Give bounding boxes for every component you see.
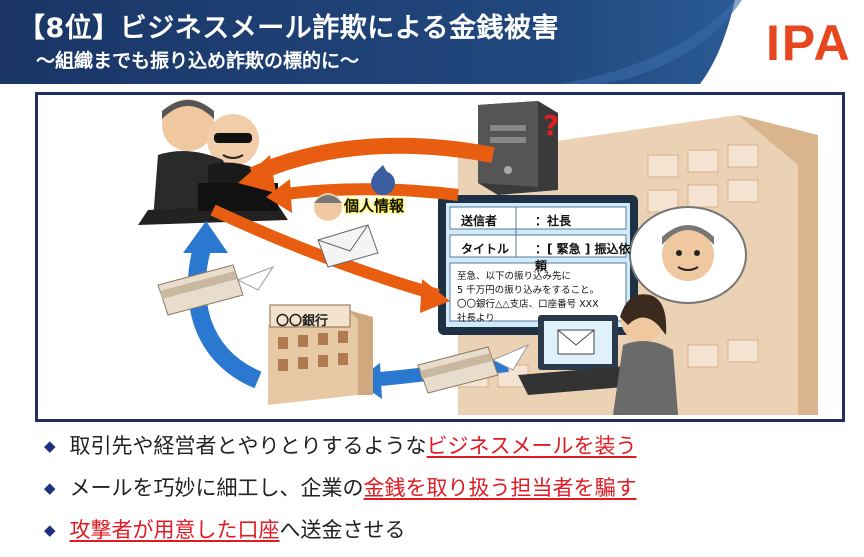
thought-bubble [623,206,747,332]
personal-info-label: 個人情報 [344,197,405,215]
bank-building [268,304,373,405]
bec-illustration: ? [35,92,845,422]
email-body-line: 5 千万円の振り込みをすること。 [457,285,600,296]
bullet-highlight: 金銭を取り扱う担当者を騙す [363,476,637,500]
email-body-line: 〇〇銀行△△支店、口座番号 XXX [457,299,599,310]
diamond-bullet-icon: ◆ [44,521,56,539]
svg-text:?: ? [543,109,559,142]
email-title-label: タイトル [461,242,510,256]
money-bundle-icon [157,264,530,394]
email-body-line: 社長より [457,313,495,324]
bullet-text: メールを巧妙に細工し、企業の [69,476,364,500]
bullet-text: 取引先や経営者とやりとりするような [69,434,427,458]
diamond-bullet-icon: ◆ [44,437,56,455]
bullet-item: ◆ 攻撃者が用意した口座へ送金させる [44,510,406,550]
bullet-item: ◆ 取引先や経営者とやりとりするようなビジネスメールを装う [44,426,637,466]
personal-info-face [314,165,395,221]
page-subtitle: ～組織までも振り込め詐欺の標的に～ [36,50,360,72]
diamond-bullet-icon: ◆ [44,479,56,497]
fraud-email-content: 送信者 ：社長 タイトル ：[ 緊急 ] 振込依頼 至急、以下の振り込み先に 5… [443,198,631,328]
email-title-value: ：[ 緊急 ] 振込依頼 [535,242,631,273]
envelope-icon [317,224,379,268]
email-sender-value: ：社長 [535,214,572,228]
bank-sign: 〇〇銀行 [276,314,329,329]
email-sender-label: 送信者 [461,214,498,228]
page-title: 【8位】ビジネスメール詐欺による金銭被害 [18,13,559,44]
email-body-line: 至急、以下の振り込み先に [457,271,572,282]
scene-graphic: ? [138,99,818,415]
slide-header: 【8位】ビジネスメール詐欺による金銭被害 ～組織までも振り込め詐欺の標的に～ I… [0,0,864,84]
server-icon: ? [478,101,559,195]
email-monitor [438,195,638,335]
bullet-highlight: ビジネスメールを装う [426,434,637,458]
bullet-highlight: 攻撃者が用意した口座 [69,518,280,542]
bullet-item: ◆ メールを巧妙に細工し、企業の金銭を取り扱う担当者を騙す [44,468,637,508]
bullet-tail: へ送金させる [279,518,406,542]
victim-employee [518,294,678,415]
header-banner [0,0,742,84]
ipa-logo: IPA [766,15,852,71]
